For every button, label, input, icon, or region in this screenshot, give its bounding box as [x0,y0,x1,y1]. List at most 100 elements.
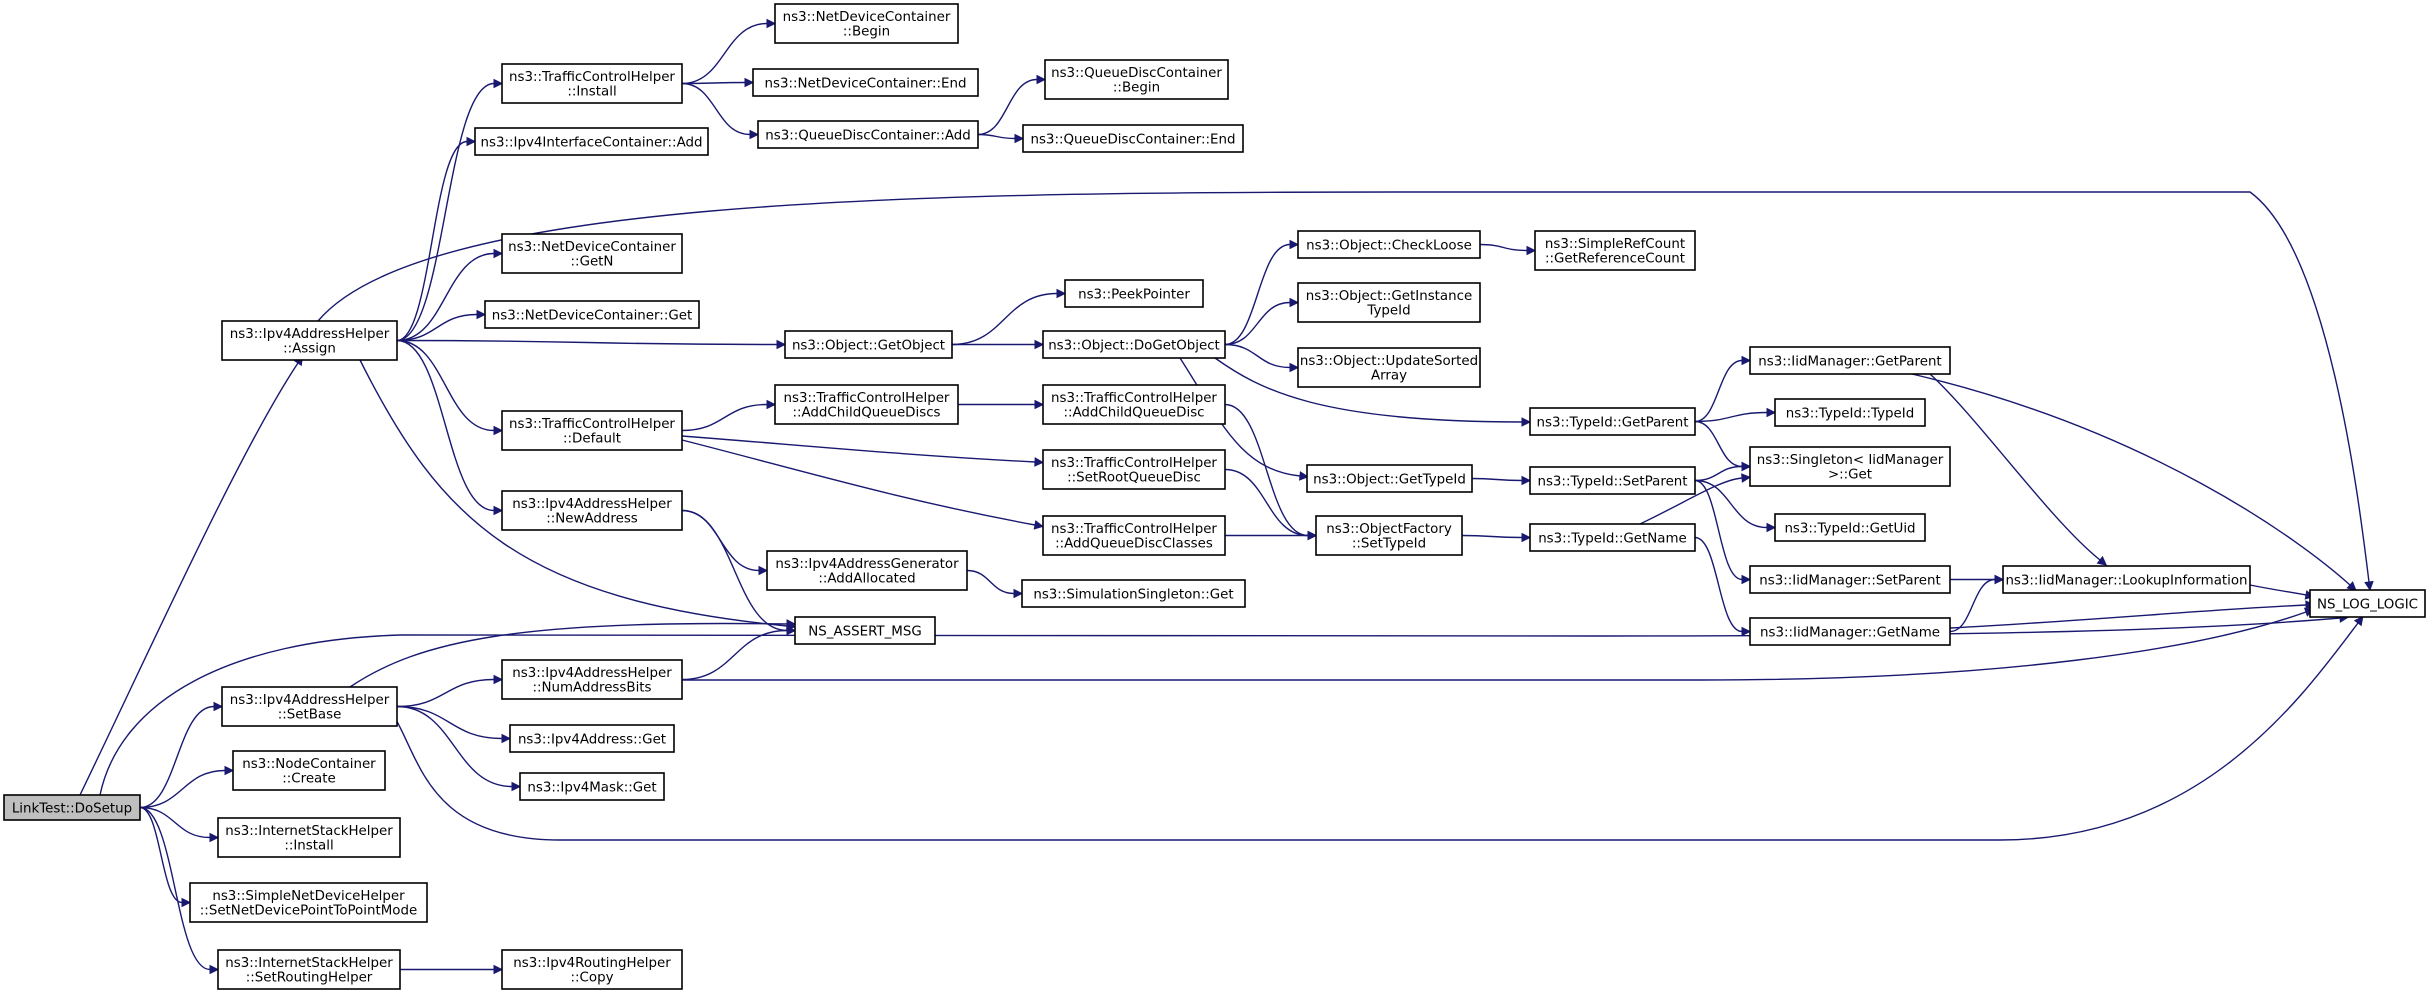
node-label: ns3::TrafficControlHelper [509,417,675,432]
node-iid_lookup[interactable]: ns3::IidManager::LookupInformation [2002,565,2251,594]
arrowhead [1766,407,1777,418]
node-label: ns3::Singleton< IidManager [1757,453,1944,468]
node-box [221,686,398,727]
arrowhead [1521,532,1532,543]
node-tid_getuid[interactable]: ns3::TypeId::GetUid [1774,513,1926,542]
edge-tch_install-to-ndc_begin [681,22,768,85]
node-label: ::Install [567,85,616,100]
node-box [189,882,428,923]
node-box [1042,384,1226,425]
node-box [1297,347,1481,388]
node-ndc_begin[interactable]: ns3::NetDeviceContainer::Begin [774,3,959,44]
node-label: ns3::TrafficControlHelper [1051,456,1217,471]
node-ndc_end[interactable]: ns3::NetDeviceContainer::End [752,68,979,97]
node-ns_log_logic[interactable]: NS_LOG_LOGIC [2309,589,2426,618]
node-iah_numbits[interactable]: ns3::Ipv4AddressHelper::NumAddressBits [501,659,683,700]
node-box [509,724,675,753]
edge-tch_addchildqd-to-of_settypeid [1224,403,1309,537]
node-ish_install[interactable]: ns3::InternetStackHelper::Install [217,817,401,858]
node-tch_addclasses[interactable]: ns3::TrafficControlHelper::AddQueueDiscC… [1042,515,1226,556]
node-label: ns3::SimulationSingleton::Get [1033,587,1233,602]
node-src_getrefcount[interactable]: ns3::SimpleRefCount::GetReferenceCount [1534,230,1696,271]
node-tid_setparent[interactable]: ns3::TypeId::SetParent [1529,466,1696,495]
node-tch_addchildqd[interactable]: ns3::TrafficControlHelper::AddChildQueue… [1042,384,1226,425]
node-obj_getobject[interactable]: ns3::Object::GetObject [784,330,953,359]
node-iag_addallocated[interactable]: ns3::Ipv4AddressGenerator::AddAllocated [766,550,968,591]
node-ipv4addr_get[interactable]: ns3::Ipv4Address::Get [509,724,675,753]
node-obj_dogetobject[interactable]: ns3::Object::DoGetObject [1042,330,1226,359]
edge-tid_getparent-to-iid_getparent [1694,359,1743,423]
node-label: ::GetReferenceCount [1545,252,1685,267]
node-box [1042,330,1226,359]
arrowhead [1741,473,1752,483]
node-label: >::Get [1828,468,1872,483]
node-label: ::Install [284,839,333,854]
node-obj_gettypeid[interactable]: ns3::Object::GetTypeId [1306,464,1473,493]
node-label: ns3::Ipv4InterfaceContainer::Add [481,135,703,150]
arrowhead [493,964,504,975]
node-nc_create[interactable]: ns3::NodeContainer::Create [232,750,386,791]
node-tid_typeid[interactable]: ns3::TypeId::TypeId [1774,398,1926,427]
node-irh_copy[interactable]: ns3::Ipv4RoutingHelper::Copy [501,949,683,990]
node-box [757,120,979,149]
node-ndc_getn[interactable]: ns3::NetDeviceContainer::GetN [501,233,683,274]
node-qdc_add[interactable]: ns3::QueueDiscContainer::Add [757,120,979,149]
arrowhead [1994,574,2005,585]
node-label: ns3::TypeId::SetParent [1537,474,1687,489]
arrowhead [1289,239,1300,250]
node-assign[interactable]: ns3::Ipv4AddressHelper::Assign [221,320,398,361]
arrowhead [1014,133,1025,144]
node-box [1022,124,1244,153]
node-setbase[interactable]: ns3::Ipv4AddressHelper::SetBase [221,686,398,727]
node-ish_setrouting[interactable]: ns3::InternetStackHelper::SetRoutingHelp… [217,949,401,990]
node-ns_assert[interactable]: NS_ASSERT_MSG [794,616,936,645]
node-iah_newaddress[interactable]: ns3::Ipv4AddressHelper::NewAddress [501,490,683,531]
arrowhead [1013,588,1024,599]
node-box [501,63,683,104]
node-iid_getname[interactable]: ns3::IidManager::GetName [1749,617,1951,646]
node-iid_getparent[interactable]: ns3::IidManager::GetParent [1749,346,1951,375]
node-label: ns3::TypeId::GetName [1538,531,1687,546]
node-singleton_get[interactable]: ns3::Singleton< IidManager >::Get [1749,446,1951,487]
node-ndc_get[interactable]: ns3::NetDeviceContainer::Get [484,300,700,329]
node-tch_addchildqds[interactable]: ns3::TrafficControlHelper::AddChildQueue… [774,384,959,425]
node-qdc_end[interactable]: ns3::QueueDiscContainer::End [1022,124,1244,153]
arrowhead [476,309,487,320]
node-label: ns3::Object::CheckLoose [1306,238,1472,253]
arrowhead [749,129,760,140]
edge-obj_dogetobject-to-tid_getparent [1214,357,1523,423]
node-tch_install[interactable]: ns3::TrafficControlHelper::Install [501,63,683,104]
node-label: ns3::InternetStackHelper [225,824,393,839]
node-simsingleton_get[interactable]: ns3::SimulationSingleton::Get [1021,579,1246,608]
node-tch_default[interactable]: ns3::TrafficControlHelper::Default [501,410,683,451]
node-box [766,550,968,591]
node-box [1064,279,1204,308]
arrowhead [766,18,777,29]
node-peekpointer[interactable]: ns3::PeekPointer [1064,279,1204,308]
node-label: ::Copy [571,971,614,986]
edge-dosetup-to-setbase [139,705,215,809]
edge-iid_getparent-to-iid_lookup [1929,373,2101,561]
node-ipv4mask_get[interactable]: ns3::Ipv4Mask::Get [519,772,665,801]
node-obj_checkloose[interactable]: ns3::Object::CheckLoose [1297,230,1481,259]
node-box [1534,230,1696,271]
node-ipv4ic_add[interactable]: ns3::Ipv4InterfaceContainer::Add [474,127,709,156]
arrowhead [493,78,504,89]
node-dosetup[interactable]: LinkTest::DoSetup [3,794,141,821]
node-label: ns3::TrafficControlHelper [509,70,675,85]
node-sndh_p2p[interactable]: ns3::SimpleNetDeviceHelper::SetNetDevice… [189,882,428,923]
arrowhead [758,565,769,576]
edge-tid_setparent-to-singleton_get [1694,465,1743,482]
edge-iah_numbits-to-ns_log_logic [682,611,2307,681]
node-iid_setparent[interactable]: ns3::IidManager::SetParent [1749,565,1951,594]
node-tid_getparent[interactable]: ns3::TypeId::GetParent [1529,407,1696,436]
node-qdc_begin[interactable]: ns3::QueueDiscContainer::Begin [1044,59,1229,100]
edge-setbase-to-iah_numbits [396,678,495,708]
node-of_settypeid[interactable]: ns3::ObjectFactory::SetTypeId [1315,515,1463,556]
node-tch_setroot[interactable]: ns3::TrafficControlHelper::SetRootQueueD… [1042,449,1226,490]
node-box [1749,346,1951,375]
node-tid_getname[interactable]: ns3::TypeId::GetName [1529,523,1696,552]
node-label: ns3::QueueDiscContainer [1051,66,1222,81]
